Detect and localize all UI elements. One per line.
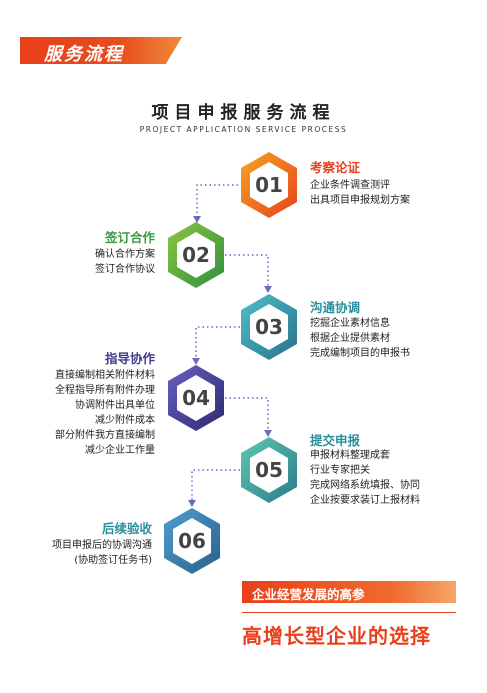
step-06-line-2: (协助签订任务书) xyxy=(74,555,152,566)
step-03-title: 沟通协调 xyxy=(310,300,361,315)
step-01-title: 考察论证 xyxy=(310,160,361,175)
connector-3-4 xyxy=(195,326,240,360)
connector-5-6 xyxy=(191,469,240,502)
section-label-banner: 服务流程 xyxy=(20,37,182,64)
step-04-line-4: 减少附件成本 xyxy=(95,415,155,426)
step-04-line-6: 减少企业工作量 xyxy=(85,445,155,456)
tagline-text: 企业经营发展的高参 xyxy=(252,587,365,602)
step-06-number: 06 xyxy=(178,529,206,553)
arrow-1-2 xyxy=(193,216,201,223)
step-05-line-1: 申报材料整理成套 xyxy=(310,450,390,461)
step-01-number: 01 xyxy=(255,173,283,197)
step-05-number: 05 xyxy=(255,458,283,482)
step-01-line-1: 企业条件调查测评 xyxy=(310,180,390,191)
step-03-line-3: 完成编制项目的申报书 xyxy=(310,348,410,359)
arrow-5-6 xyxy=(188,500,196,507)
step-04-line-2: 全程指导所有附件办理 xyxy=(55,385,155,396)
step-02-title: 签订合作 xyxy=(104,230,155,245)
step-05-line-3: 完成网络系统填报、协同 xyxy=(310,480,420,491)
connector-1-2 xyxy=(196,184,238,218)
step-04-line-3: 协调附件出具单位 xyxy=(75,400,155,411)
step-04-title: 指导协作 xyxy=(104,351,155,366)
step-06-title: 后续验收 xyxy=(101,521,152,536)
step-03-line-1: 挖掘企业素材信息 xyxy=(310,318,390,329)
footer-divider xyxy=(242,612,456,613)
step-05-title: 提交申报 xyxy=(310,433,361,448)
hex-step-04 xyxy=(168,365,224,431)
step-04-line-1: 直接编制相关附件材料 xyxy=(55,370,155,381)
step-04-number: 04 xyxy=(182,386,210,410)
step-02-line-1: 确认合作方案 xyxy=(95,249,155,260)
page-title: 项目申报服务流程 xyxy=(151,103,336,123)
step-03-line-2: 根据企业提供素材 xyxy=(310,333,390,344)
connector-4-5 xyxy=(225,397,269,432)
hex-step-01 xyxy=(241,152,297,218)
slogan-text: 高增长型企业的选择 xyxy=(242,624,431,648)
step-04-line-5: 部分附件我方直接编制 xyxy=(55,430,155,441)
arrow-4-5 xyxy=(264,430,272,437)
tagline-banner: 企业经营发展的高参 xyxy=(242,581,456,603)
step-01-line-2: 出具项目申报规划方案 xyxy=(310,195,410,206)
hex-step-03 xyxy=(241,294,297,360)
hex-step-05 xyxy=(241,437,297,503)
step-05-line-4: 企业按要求装订上报材料 xyxy=(310,495,420,506)
page-subtitle: PROJECT APPLICATION SERVICE PROCESS xyxy=(139,125,348,134)
arrow-3-4 xyxy=(192,358,200,365)
arrow-2-3 xyxy=(264,286,272,293)
hex-step-02 xyxy=(168,222,224,288)
section-label: 服务流程 xyxy=(44,44,124,65)
step-05-line-2: 行业专家把关 xyxy=(310,465,370,476)
connector-2-3 xyxy=(225,254,269,288)
hex-step-06 xyxy=(164,508,220,574)
step-02-number: 02 xyxy=(182,243,210,267)
step-03-number: 03 xyxy=(255,315,283,339)
step-06-line-1: 项目申报后的协调沟通 xyxy=(52,540,152,551)
step-02-line-2: 签订合作协议 xyxy=(95,264,155,275)
